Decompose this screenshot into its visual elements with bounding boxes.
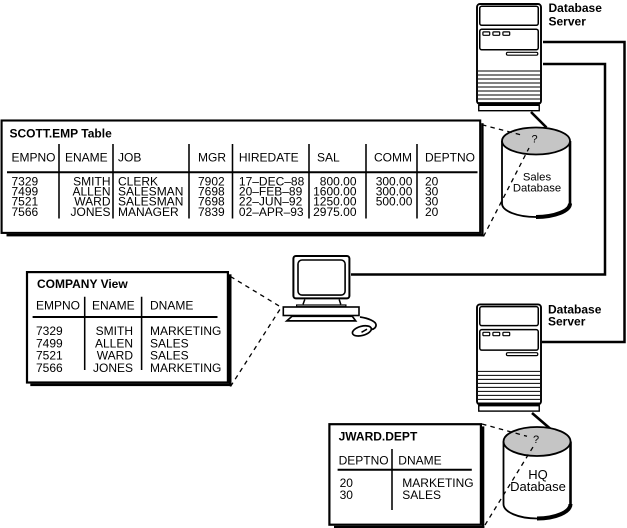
svg-text:ENAME: ENAME	[92, 298, 135, 312]
svg-text:SALESMAN: SALESMAN	[118, 185, 183, 199]
svg-text:30: 30	[425, 185, 439, 199]
svg-text:7566: 7566	[36, 361, 63, 375]
svg-text:Database: Database	[548, 303, 602, 317]
svg-text:Database: Database	[513, 182, 561, 194]
svg-text:COMPANY View: COMPANY View	[37, 277, 128, 291]
svg-text:ALLEN: ALLEN	[72, 185, 110, 199]
svg-text:?: ?	[531, 134, 537, 146]
svg-text:7499: 7499	[12, 185, 39, 199]
svg-text:HIREDATE: HIREDATE	[239, 151, 299, 165]
svg-text:JWARD.DEPT: JWARD.DEPT	[339, 430, 418, 444]
svg-text:20: 20	[425, 205, 439, 219]
svg-text:2975.00: 2975.00	[313, 205, 357, 219]
svg-text:HQ: HQ	[528, 467, 548, 482]
svg-text:SAL: SAL	[317, 151, 340, 165]
svg-text:JOB: JOB	[118, 151, 141, 165]
svg-text:ALLEN: ALLEN	[95, 336, 133, 350]
svg-text:800.00: 800.00	[320, 174, 357, 188]
svg-text:7566: 7566	[12, 205, 39, 219]
svg-text:7329: 7329	[36, 324, 63, 338]
svg-text:1600.00: 1600.00	[313, 185, 357, 199]
svg-text:SMITH: SMITH	[96, 324, 133, 338]
svg-text:7521: 7521	[12, 195, 39, 209]
svg-text:SALES: SALES	[402, 488, 441, 502]
svg-text:30: 30	[340, 488, 354, 502]
svg-text:Database: Database	[549, 1, 603, 15]
svg-text:7329: 7329	[12, 174, 39, 188]
svg-text:SALESMAN: SALESMAN	[118, 195, 183, 209]
svg-text:30: 30	[425, 195, 439, 209]
svg-text:WARD: WARD	[97, 349, 134, 363]
svg-text:22–JUN–92: 22–JUN–92	[239, 195, 303, 209]
svg-text:ENAME: ENAME	[65, 151, 108, 165]
svg-text:SMITH: SMITH	[73, 174, 110, 188]
svg-text:MARKETING: MARKETING	[150, 324, 221, 338]
svg-text:300.00: 300.00	[376, 185, 413, 199]
svg-text:WARD: WARD	[74, 195, 111, 209]
svg-text:DNAME: DNAME	[150, 298, 193, 312]
svg-text:7521: 7521	[36, 349, 63, 363]
svg-text:CLERK: CLERK	[118, 174, 158, 188]
svg-text:MARKETING: MARKETING	[150, 361, 221, 375]
svg-text:SCOTT.EMP Table: SCOTT.EMP Table	[10, 126, 113, 140]
svg-text:EMPNO: EMPNO	[12, 151, 56, 165]
svg-text:DNAME: DNAME	[398, 454, 441, 468]
svg-text:20–FEB–89: 20–FEB–89	[239, 185, 303, 199]
svg-text:7499: 7499	[36, 336, 63, 350]
svg-text:17–DEC–88: 17–DEC–88	[239, 174, 305, 188]
svg-text:7698: 7698	[198, 195, 225, 209]
svg-text:EMPNO: EMPNO	[36, 298, 80, 312]
svg-text:MGR: MGR	[198, 151, 226, 165]
svg-text:7902: 7902	[198, 174, 225, 188]
svg-text:20: 20	[340, 476, 354, 490]
svg-text:SALES: SALES	[150, 349, 189, 363]
svg-text:DEPTNO: DEPTNO	[339, 454, 389, 468]
svg-text:JONES: JONES	[93, 361, 133, 375]
svg-text:DEPTNO: DEPTNO	[425, 151, 475, 165]
svg-text:?: ?	[533, 434, 539, 446]
svg-text:7839: 7839	[198, 205, 225, 219]
svg-text:MARKETING: MARKETING	[402, 476, 473, 490]
svg-text:Database: Database	[510, 479, 566, 494]
svg-text:SALES: SALES	[150, 336, 189, 350]
svg-text:20: 20	[425, 174, 439, 188]
svg-text:Sales: Sales	[523, 172, 552, 184]
svg-text:JONES: JONES	[70, 205, 110, 219]
svg-text:1250.00: 1250.00	[313, 195, 357, 209]
svg-text:COMM: COMM	[374, 151, 412, 165]
svg-text:300.00: 300.00	[376, 174, 413, 188]
svg-text:02–APR–93: 02–APR–93	[239, 205, 304, 219]
svg-text:500.00: 500.00	[376, 195, 413, 209]
svg-text:7698: 7698	[198, 185, 225, 199]
svg-text:Server: Server	[549, 15, 587, 29]
svg-text:MANAGER: MANAGER	[118, 205, 179, 219]
svg-text:Server: Server	[548, 315, 586, 329]
